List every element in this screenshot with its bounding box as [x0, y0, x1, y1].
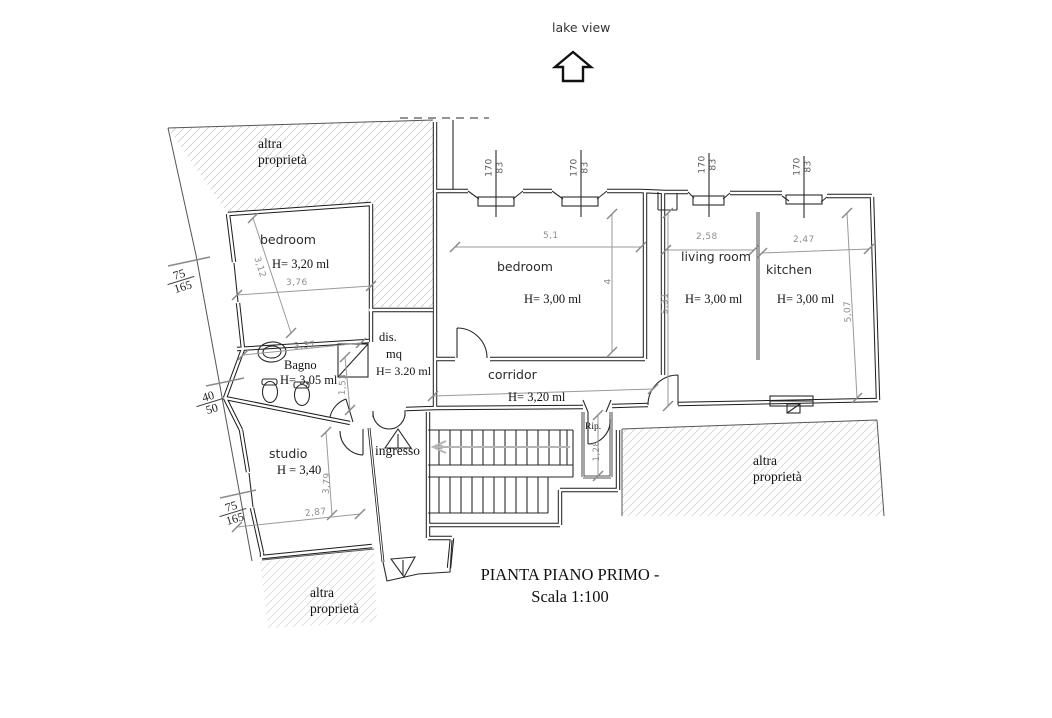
balcony-marker [389, 556, 416, 579]
property-boundary [167, 119, 885, 562]
dim-studio-depth: 3,79 [321, 472, 334, 495]
neighbor-label-bottom: altra proprietà [310, 585, 359, 617]
doors [329, 327, 679, 456]
roof-dashed-line [400, 117, 489, 190]
room-label-dis-1: dis. [379, 330, 397, 344]
dim-hall-depth: 5,31 [660, 292, 671, 315]
dim-kitchen-width: 2,47 [793, 235, 815, 245]
entrance-marker [383, 428, 413, 449]
dim-kitchen-depth: 5,07 [842, 300, 854, 323]
room-height-bedroom1: H= 3,20 ml [272, 257, 330, 271]
room-label-living: living room [681, 249, 751, 264]
neighbor-label-right: altra proprietà [753, 453, 802, 485]
room-label-dis-2: mq [386, 347, 402, 361]
windows [233, 150, 828, 508]
room-label-ingresso: ingresso [375, 443, 420, 458]
lake-view-arrow-icon [551, 50, 595, 83]
neighbor-label-top-left: altra proprietà [258, 136, 307, 168]
dim-studio-width: 2,87 [304, 506, 328, 520]
room-height-studio: H = 3,40 [277, 463, 322, 477]
room-height-bagno: H= 3,05 ml [280, 373, 338, 387]
lake-view-label: lake view [552, 20, 611, 35]
room-label-studio: studio [269, 446, 308, 461]
drawing-scale: Scala 1:100 [531, 587, 609, 606]
dimension-lines [167, 207, 875, 533]
room-height-living: H= 3,00 ml [685, 292, 743, 306]
stairs [428, 429, 574, 514]
dim-living-width: 2,58 [696, 232, 718, 242]
dim-bedroom1-width: 3,76 [286, 278, 308, 288]
dim-bedroom2-depth: 4 [603, 278, 614, 285]
dim-bedroom2-width: 5,1 [543, 231, 559, 241]
room-label-kitchen: kitchen [766, 262, 813, 277]
room-height-bedroom2: H= 3,00 ml [524, 292, 582, 306]
room-height-dis: H= 3.20 ml [376, 364, 432, 378]
dim-bagno-depth: 1,53 [337, 373, 349, 396]
hatch-regions [168, 120, 884, 628]
dim-rip-depth: 1,28 [592, 440, 603, 462]
balcony-outline [382, 539, 453, 582]
room-label-bagno: Bagno [284, 358, 317, 372]
room-label-corridor: corridor [488, 367, 537, 382]
room-label-bedroom1: bedroom [260, 232, 316, 247]
dim-bagno-width: 3,37 [293, 340, 316, 352]
drawing-title: PIANTA PIANO PRIMO - [480, 565, 660, 584]
room-height-corridor: H= 3,20 ml [508, 390, 566, 404]
room-label-bedroom2: bedroom [497, 259, 553, 274]
room-label-rip: Rip. [585, 422, 602, 432]
room-height-kitchen: H= 3,00 ml [777, 292, 835, 306]
